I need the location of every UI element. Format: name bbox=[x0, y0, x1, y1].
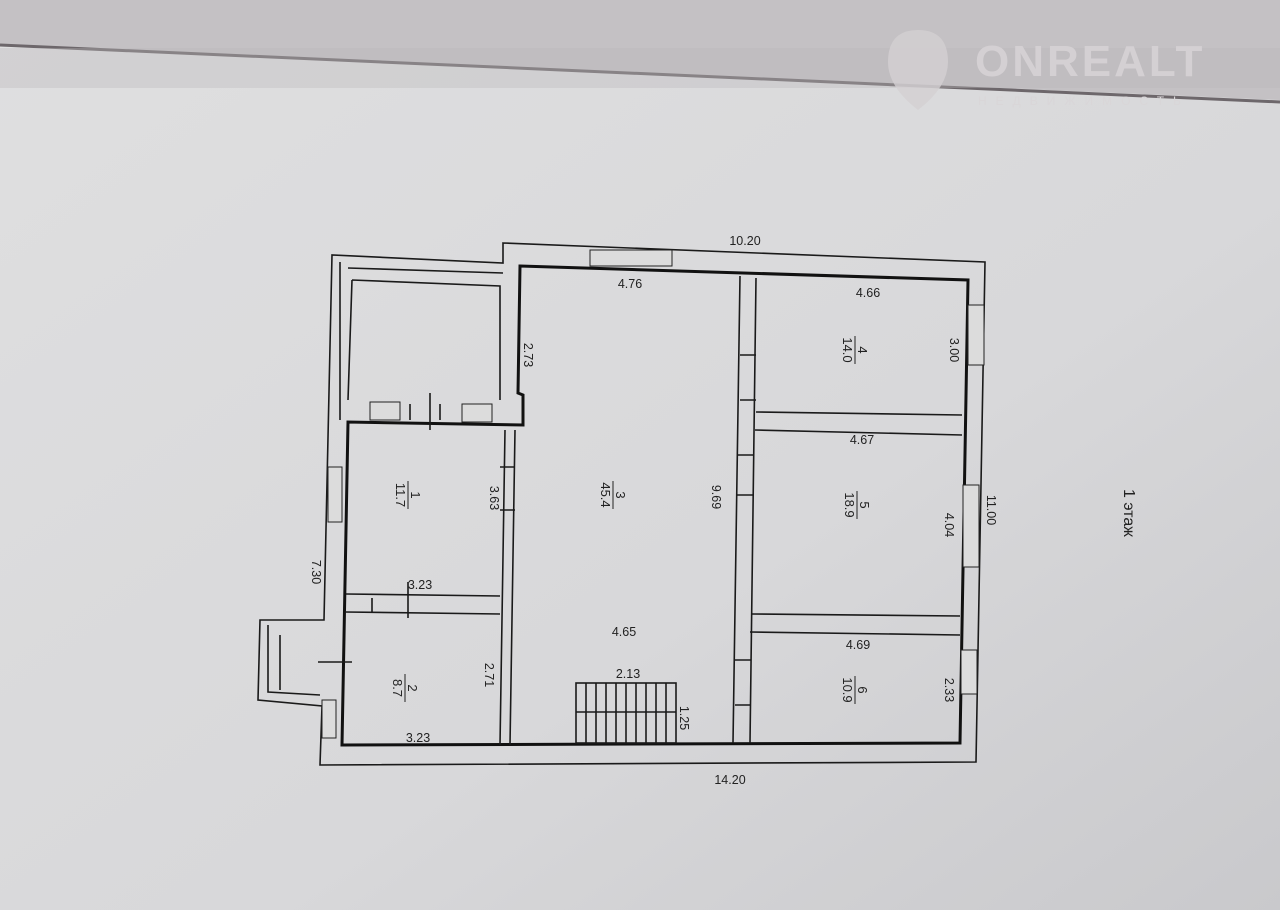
room-number: 6 bbox=[855, 686, 870, 693]
dimension-outer-bottom: 14.20 bbox=[714, 773, 745, 787]
dimension-room2-width: 3.23 bbox=[406, 731, 430, 745]
room-area: 8.7 bbox=[390, 679, 405, 697]
room-label-4: 414.0 bbox=[840, 336, 870, 364]
dimension-room6-width: 4.69 bbox=[846, 638, 870, 652]
dimension-outer-right: 11.00 bbox=[984, 495, 998, 525]
watermark-logo: ONREALT НЕДВИЖИМОСТЬ bbox=[888, 30, 1205, 110]
window bbox=[960, 649, 978, 695]
dimension-room1-side: 3.63 bbox=[487, 486, 501, 510]
dimension-hall-bottom: 4.65 bbox=[612, 625, 636, 639]
room-number: 2 bbox=[405, 684, 420, 691]
watermark-brand: ONREALT bbox=[975, 37, 1205, 86]
dimension-stair-width: 2.13 bbox=[616, 667, 640, 681]
dimension-hall-length: 9.69 bbox=[709, 485, 723, 509]
floor-label: 1 этаж bbox=[1120, 489, 1137, 537]
dimension-hall-top: 4.76 bbox=[618, 277, 642, 291]
dimension-room6-side: 2.33 bbox=[942, 678, 956, 702]
dimension-room5-width: 4.67 bbox=[850, 433, 874, 447]
dimension-outer-left: 7.30 bbox=[309, 560, 323, 584]
room-area: 14.0 bbox=[840, 337, 855, 362]
room-label-2: 28.7 bbox=[390, 674, 420, 702]
dimension-hall-notch: 2.73 bbox=[521, 343, 535, 367]
window bbox=[962, 484, 980, 568]
dimension-room4-side: 3.00 bbox=[947, 338, 961, 362]
window bbox=[321, 699, 337, 739]
dimension-room4-width: 4.66 bbox=[856, 286, 880, 300]
room-area: 11.7 bbox=[393, 483, 408, 507]
room-label-3: 345.4 bbox=[598, 481, 628, 509]
room-number: 5 bbox=[857, 501, 872, 508]
dimension-room2-side: 2.71 bbox=[482, 663, 496, 687]
dimension-stair-depth: 1.25 bbox=[677, 706, 691, 730]
dimension-outer-top: 10.20 bbox=[729, 234, 760, 248]
room-label-6: 610.9 bbox=[840, 676, 870, 704]
staircase bbox=[575, 682, 677, 744]
room-label-1: 111.7 bbox=[393, 481, 423, 509]
room-number: 4 bbox=[855, 346, 870, 353]
watermark-tagline: НЕДВИЖИМОСТЬ bbox=[978, 94, 1190, 108]
room-area: 45.4 bbox=[598, 482, 613, 507]
dimension-room5-side: 4.04 bbox=[942, 513, 956, 537]
room-number: 1 bbox=[408, 491, 423, 498]
outer-wall bbox=[257, 242, 986, 766]
window bbox=[589, 249, 673, 267]
room-area: 10.9 bbox=[840, 677, 855, 702]
room-number: 3 bbox=[613, 491, 628, 498]
floor-plan bbox=[257, 242, 986, 766]
interior-outline bbox=[340, 264, 970, 747]
dimension-room1-width: 3.23 bbox=[408, 578, 432, 592]
window bbox=[967, 304, 985, 366]
top-page-fold bbox=[0, 0, 1280, 100]
room-label-5: 518.9 bbox=[842, 491, 872, 519]
room-area: 18.9 bbox=[842, 492, 857, 517]
window bbox=[327, 466, 343, 523]
